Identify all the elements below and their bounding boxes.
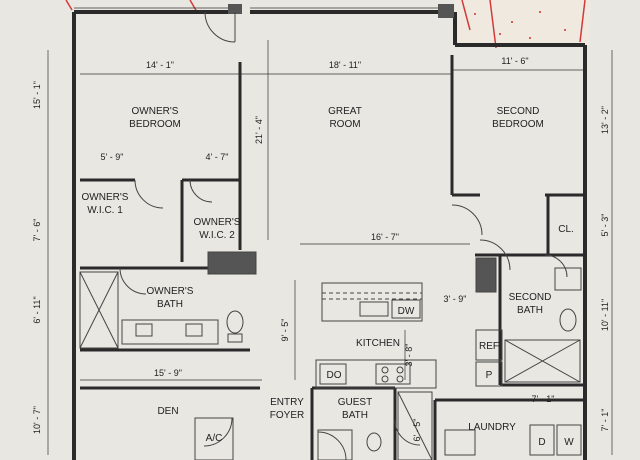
room-label-kitchen: KITCHEN	[356, 338, 400, 349]
column	[228, 4, 242, 14]
dimension-label: 6' - 11"	[32, 296, 42, 323]
room-label-second-bedroom: BEDROOM	[492, 119, 544, 130]
room-label-wic-1: W.I.C. 1	[87, 205, 123, 216]
fixture-label-washer: W	[564, 437, 574, 448]
room-label-second-bedroom: SECOND	[497, 106, 540, 117]
room-label-owners-bedroom: BEDROOM	[129, 119, 181, 130]
dimension-label: 10' - 11"	[600, 299, 610, 331]
dimension-label: 9' - 5"	[280, 319, 290, 342]
room-label-laundry: LAUNDRY	[468, 422, 516, 433]
room-label-owners-bedroom: OWNER'S	[132, 106, 179, 117]
dimension-label: 18' - 11"	[329, 60, 361, 70]
door-swings	[119, 11, 568, 460]
dimension-lines	[47, 40, 613, 455]
dimension-label: 16' - 7"	[371, 232, 399, 242]
room-label-guest-bath: BATH	[342, 410, 368, 421]
fixture-label-dw: DW	[398, 306, 415, 317]
dimension-label: 15' - 9"	[154, 368, 182, 378]
balcony-dots	[474, 11, 566, 39]
room-label-wic-2: W.I.C. 2	[199, 230, 235, 241]
fixture-label-ac: A/C	[206, 433, 223, 444]
balcony-area	[455, 0, 590, 45]
dimension-label: 21' - 4"	[254, 116, 264, 144]
dimension-label: 6' - 5"	[412, 419, 422, 442]
dimension-label: 5' - 3"	[600, 214, 610, 237]
dimension-label: 14' - 1"	[146, 60, 174, 70]
room-label-entry-foyer: FOYER	[270, 410, 304, 421]
room-label-second-bath: SECOND	[509, 292, 552, 303]
room-label-owners-bath: OWNER'S	[147, 286, 194, 297]
room-label-great-room: ROOM	[329, 119, 360, 130]
fixture-label-double-oven: DO	[327, 370, 342, 381]
guest-bath-fixtures	[317, 391, 433, 460]
dimension-label: 15' - 1"	[32, 81, 42, 109]
room-label-owners-bath: BATH	[157, 299, 183, 310]
owners-bath-fixtures	[79, 251, 257, 349]
room-label-entry-foyer: ENTRY	[270, 397, 304, 408]
fixture-label-pantry: P	[486, 370, 493, 381]
room-label-wic-2: OWNER'S	[194, 217, 241, 228]
exterior-walls	[72, 10, 587, 460]
dimension-label: 7' - 1"	[600, 409, 610, 432]
column	[438, 4, 454, 18]
kitchen-counter	[315, 359, 437, 389]
room-label-wic-1: OWNER'S	[82, 192, 129, 203]
second-bath-fixtures	[504, 267, 582, 383]
fridge-pantry	[475, 257, 503, 387]
fixture-label-ref: REF	[479, 341, 499, 352]
room-label-guest-bath: GUEST	[338, 397, 372, 408]
dimension-label: 7' - 6"	[32, 219, 42, 242]
kitchen-island	[321, 282, 423, 322]
dimension-label: 7' - 1"	[532, 394, 555, 404]
room-label-second-bath: BATH	[517, 305, 543, 316]
fixture-label-dryer: D	[538, 437, 545, 448]
room-label-den: DEN	[157, 406, 178, 417]
dimension-label: 11' - 6"	[501, 56, 528, 66]
dimension-label: 3' - 9"	[444, 294, 467, 304]
room-label-closet: CL.	[558, 224, 574, 235]
dimension-label: 4' - 7"	[206, 152, 229, 162]
dimension-label: 5' - 9"	[101, 152, 124, 162]
laundry-fixtures	[194, 417, 582, 460]
dimension-label: 10' - 7"	[32, 406, 42, 434]
dimension-label: 13' - 2"	[600, 106, 610, 134]
dimension-label: 3' - 8"	[404, 344, 414, 367]
balcony-red-marks	[65, 0, 586, 49]
room-label-great-room: GREAT	[328, 106, 362, 117]
